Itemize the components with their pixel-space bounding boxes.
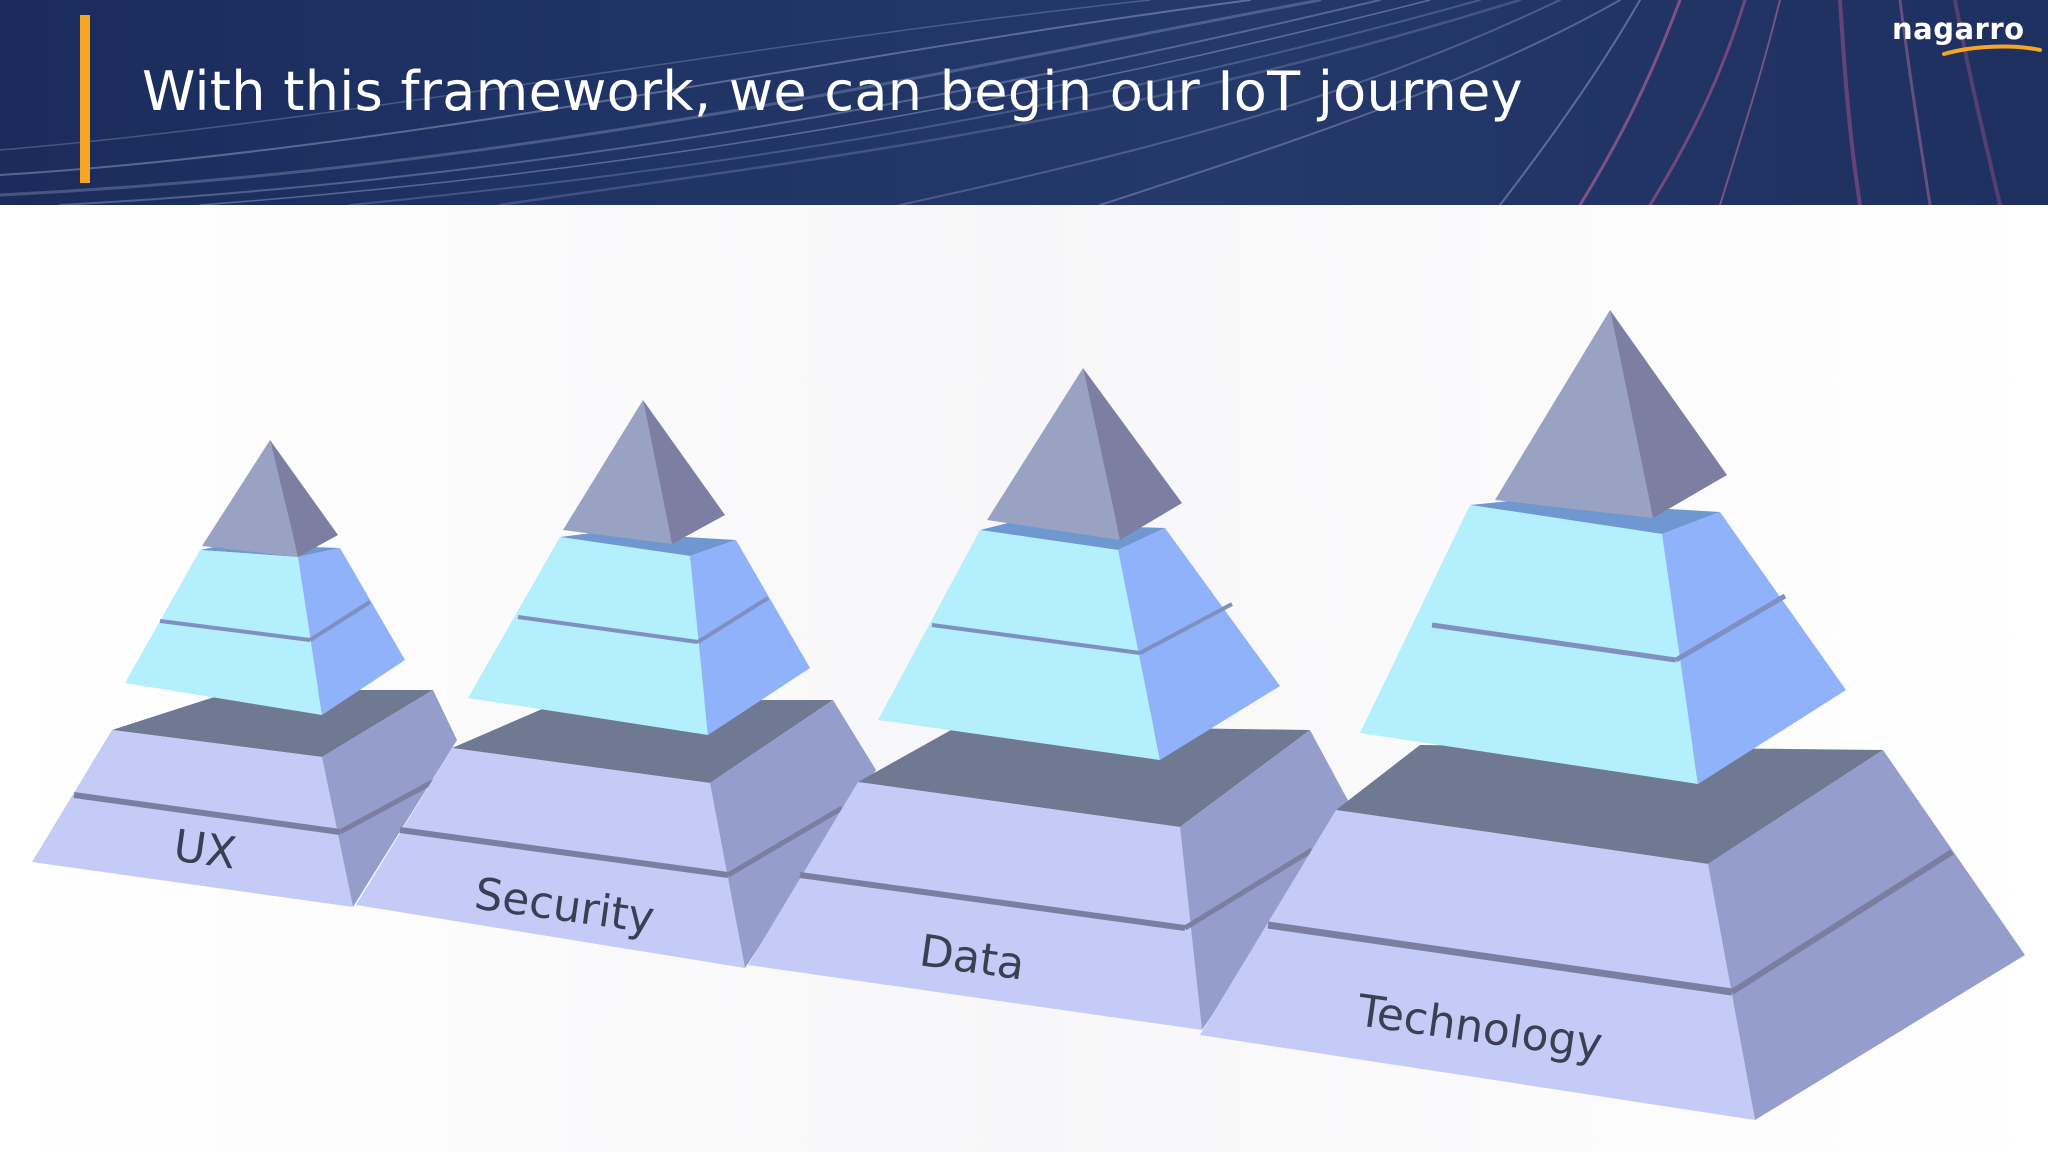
title-accent-bar bbox=[80, 15, 90, 183]
technology-base-divider bbox=[1267, 921, 1733, 996]
security-upper-front bbox=[468, 537, 708, 735]
slide-title: With this framework, we can begin our Io… bbox=[142, 60, 1523, 123]
nagarro-logo: nagarro bbox=[1892, 12, 2042, 58]
data-tip-front bbox=[987, 368, 1120, 540]
pyramid-technology: Technology bbox=[1200, 310, 2025, 1120]
pyramid-ux: UX bbox=[32, 440, 457, 907]
technology-base-top bbox=[1336, 745, 1883, 864]
header-light-streaks bbox=[0, 0, 2002, 205]
technology-upper-front bbox=[1360, 505, 1698, 784]
pyramid-label-ux: UX bbox=[170, 820, 239, 879]
pyramid-stage: UX Security bbox=[0, 205, 2048, 1152]
security-upper-top bbox=[560, 532, 736, 556]
ux-base-divider bbox=[73, 792, 341, 835]
data-base-divider bbox=[799, 872, 1186, 931]
security-base-divider-side bbox=[726, 805, 844, 878]
security-upper-divider-side bbox=[696, 596, 770, 644]
pyramid-security: Security bbox=[356, 400, 876, 968]
security-tip-side bbox=[643, 400, 725, 544]
security-upper-divider bbox=[517, 615, 699, 644]
logo-text: nagarro bbox=[1892, 12, 2025, 46]
pyramid-data: Data bbox=[748, 368, 1352, 1030]
ux-tip-front bbox=[202, 440, 298, 557]
ux-base-side bbox=[322, 690, 457, 907]
logo-swoosh-icon bbox=[1942, 44, 2042, 56]
data-tip-side bbox=[1083, 368, 1182, 540]
security-upper-side bbox=[690, 540, 810, 735]
technology-upper-side bbox=[1662, 512, 1846, 784]
ux-upper-divider bbox=[159, 619, 311, 642]
technology-upper-divider bbox=[1431, 622, 1677, 663]
technology-tip-side bbox=[1610, 310, 1727, 518]
data-base-front bbox=[748, 782, 1202, 1030]
technology-upper-divider-side bbox=[1674, 593, 1787, 663]
ux-upper-side bbox=[298, 548, 405, 715]
technology-tip-front bbox=[1495, 310, 1653, 518]
data-upper-front bbox=[878, 530, 1160, 760]
data-base-divider-side bbox=[1183, 847, 1314, 931]
ux-upper-divider-side bbox=[308, 600, 372, 642]
security-base-divider bbox=[399, 827, 729, 878]
ux-base-front bbox=[32, 730, 353, 907]
data-upper-divider-side bbox=[1139, 602, 1233, 655]
data-upper-side bbox=[1118, 528, 1280, 760]
ux-tip-side bbox=[270, 440, 338, 557]
security-base-top bbox=[452, 700, 833, 783]
technology-base-front bbox=[1200, 810, 1755, 1120]
pyramid-framework-diagram: UX Security bbox=[32, 310, 2025, 1120]
data-base-top bbox=[858, 725, 1310, 827]
technology-base-divider-side bbox=[1730, 849, 1954, 995]
technology-base-side bbox=[1708, 750, 2025, 1120]
security-tip-front bbox=[563, 400, 672, 544]
ux-upper-front bbox=[125, 550, 322, 715]
slide-header: With this framework, we can begin our Io… bbox=[0, 0, 2048, 205]
security-base-front bbox=[356, 748, 745, 968]
data-upper-divider bbox=[931, 623, 1141, 655]
ux-base-divider-side bbox=[338, 775, 442, 835]
ux-base-top bbox=[112, 690, 433, 757]
